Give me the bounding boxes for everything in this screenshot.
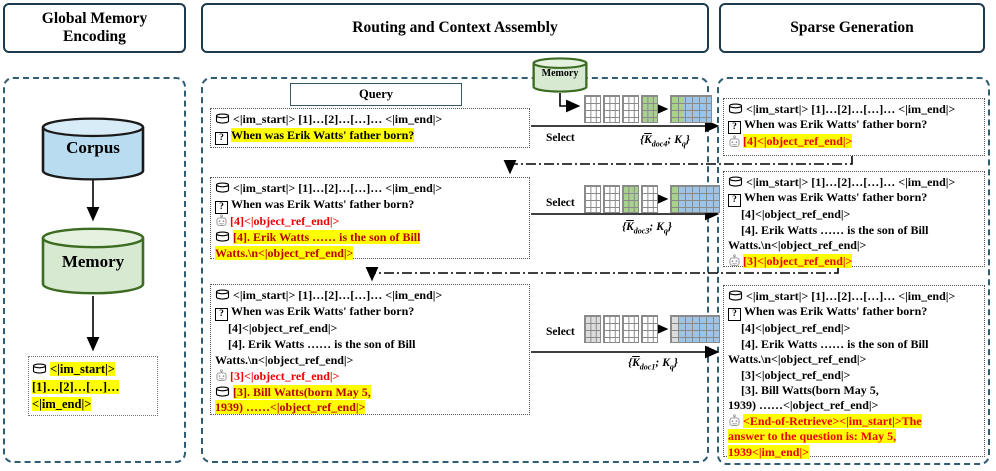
generated-ref-line: [4]<|object_ref_end|> bbox=[728, 134, 980, 149]
cylinder-icon bbox=[728, 103, 743, 114]
header-right-label: Sparse Generation bbox=[790, 19, 914, 36]
query-box: Query bbox=[290, 83, 462, 106]
robot-icon bbox=[215, 369, 228, 382]
question-icon: ? bbox=[728, 121, 741, 135]
generated-ref-line: [3]<|object_ref_end|> bbox=[215, 369, 525, 385]
encoded-token-box: <|im_start|> [1]…[2]…[…]… <|im_end|> bbox=[28, 356, 158, 416]
memory-label: Memory bbox=[61, 252, 125, 271]
select-label-3: Select bbox=[546, 326, 575, 338]
context-tokens-line: <|im_start|> [1]…[2]…[…]… <|im_end|> bbox=[728, 175, 980, 190]
cylinder-icon bbox=[728, 290, 743, 301]
generation-block-step3: <|im_start|> [1]…[2]…[…]… <|im_end|> ?Wh… bbox=[723, 285, 985, 459]
robot-icon bbox=[728, 414, 741, 427]
context-block-step1: <|im_start|> [1]…[2]…[…]… <|im_end|> ?Wh… bbox=[210, 108, 530, 148]
retrieved-doc-line: [3]. Bill Watts(born May 5, 1939) ……<|ob… bbox=[215, 384, 371, 415]
result-grid-1 bbox=[670, 95, 712, 123]
token-line-doc-ids: [1]…[2]…[…]… bbox=[32, 379, 120, 394]
kv-label-1: {Kdoc4;Kq} bbox=[640, 134, 690, 149]
mini-grid bbox=[622, 315, 639, 343]
select-label-1: Select bbox=[546, 132, 575, 144]
question-line: ?When was Erik Watts' father born? bbox=[728, 190, 980, 208]
mini-grid bbox=[584, 95, 601, 123]
prev-ref-line: [4]<|object_ref_end|> bbox=[228, 320, 338, 335]
token-line-im-end: <|im_end|> bbox=[32, 397, 92, 411]
final-answer-line: <End-of-Retrieve><|im_start|>The answer … bbox=[728, 413, 922, 459]
mini-grid bbox=[641, 185, 658, 213]
kv-label-3: {Kdoc1;Kq} bbox=[628, 357, 678, 372]
generated-ref-line: [4]<|object_ref_end|> bbox=[215, 214, 525, 230]
prev-doc-line: [4]. Erik Watts …… is the son of Bill Wa… bbox=[728, 336, 929, 367]
result-grid-3 bbox=[670, 315, 720, 343]
header-global-memory-encoding: Global Memory Encoding bbox=[3, 3, 186, 53]
generation-block-step2: <|im_start|> [1]…[2]…[…]… <|im_end|> ?Wh… bbox=[723, 171, 985, 269]
generation-block-step1: <|im_start|> [1]…[2]…[…]… <|im_end|> ?Wh… bbox=[723, 98, 985, 156]
robot-icon bbox=[215, 214, 228, 227]
mini-grid-selected-doc3 bbox=[622, 185, 639, 213]
corpus-cylinder bbox=[41, 117, 145, 181]
mini-grid bbox=[603, 95, 620, 123]
memory-cylinder-small bbox=[532, 57, 588, 93]
mini-grid-selected-doc1 bbox=[584, 315, 601, 343]
question-line: ?When was Erik Watts' father born? bbox=[728, 117, 980, 135]
question-line: ?When was Erik Watts' father born? bbox=[215, 127, 525, 145]
result-grid-2 bbox=[670, 185, 720, 213]
context-tokens-line: <|im_start|> [1]…[2]…[…]… <|im_end|> bbox=[728, 102, 980, 117]
mini-grid bbox=[603, 185, 620, 213]
query-label: Query bbox=[358, 87, 394, 101]
memory-cylinder bbox=[41, 227, 145, 295]
select-label-2: Select bbox=[546, 197, 575, 209]
prev-doc-line: [3]. Bill Watts(born May 5, 1939) ……<|ob… bbox=[728, 383, 879, 413]
context-block-step3: <|im_start|> [1]…[2]…[…]… <|im_end|> ?Wh… bbox=[210, 284, 530, 415]
question-icon: ? bbox=[728, 308, 741, 322]
question-icon: ? bbox=[215, 131, 228, 145]
kv-label-2: {Kdoc3;Kq} bbox=[622, 221, 672, 236]
cylinder-icon bbox=[215, 289, 230, 300]
memory-small-label: Memory bbox=[541, 68, 579, 79]
robot-icon bbox=[728, 135, 741, 148]
mini-grid bbox=[584, 185, 601, 213]
question-line: ?When was Erik Watts' father born? bbox=[215, 304, 525, 321]
token-line-im-start: <|im_start|> bbox=[32, 361, 154, 379]
context-block-step2: <|im_start|> [1]…[2]…[…]… <|im_end|> ?Wh… bbox=[210, 177, 530, 260]
header-sparse-generation: Sparse Generation bbox=[719, 3, 985, 53]
header-middle-label: Routing and Context Assembly bbox=[352, 19, 558, 36]
cylinder-icon bbox=[32, 363, 47, 374]
question-icon: ? bbox=[728, 194, 741, 208]
cylinder-icon bbox=[215, 231, 230, 242]
robot-icon bbox=[728, 254, 741, 267]
prev-doc-line: [4]. Erik Watts …… is the son of Bill Wa… bbox=[215, 336, 416, 367]
prev-doc-line: [4]. Erik Watts …… is the son of Bill Wa… bbox=[728, 222, 929, 253]
corpus-label: Corpus bbox=[66, 138, 120, 157]
question-line: ?When was Erik Watts' father born? bbox=[215, 197, 525, 214]
prev-ref-line: [4]<|object_ref_end|> bbox=[741, 207, 851, 222]
context-tokens-line: <|im_start|> [1]…[2]…[…]… <|im_end|> bbox=[215, 181, 525, 197]
mini-grid bbox=[641, 315, 658, 343]
cylinder-icon bbox=[728, 176, 743, 187]
generated-ref-line: [3]<|object_ref_end|> bbox=[728, 253, 980, 269]
question-icon: ? bbox=[215, 307, 228, 321]
prev-ref-line: [4]<|object_ref_end|> bbox=[741, 321, 851, 336]
context-tokens-line: <|im_start|> [1]…[2]…[…]… <|im_end|> bbox=[215, 112, 525, 128]
context-tokens-line: <|im_start|> [1]…[2]…[…]… <|im_end|> bbox=[215, 288, 525, 304]
cylinder-icon bbox=[215, 182, 230, 193]
panel-global-memory-encoding bbox=[3, 77, 186, 463]
cylinder-icon bbox=[215, 113, 230, 124]
prev-ref-line: [3]<|object_ref_end|> bbox=[741, 367, 851, 382]
cylinder-icon bbox=[215, 386, 230, 397]
question-icon: ? bbox=[215, 200, 228, 214]
retrieved-doc-line: [4]. Erik Watts …… is the son of Bill Wa… bbox=[215, 229, 421, 260]
mini-grid bbox=[603, 315, 620, 343]
header-left-label: Global Memory Encoding bbox=[41, 10, 148, 45]
context-tokens-line: <|im_start|> [1]…[2]…[…]… <|im_end|> bbox=[728, 289, 980, 304]
mini-grid bbox=[622, 95, 639, 123]
question-line: ?When was Erik Watts' father born? bbox=[728, 304, 980, 322]
header-routing-context-assembly: Routing and Context Assembly bbox=[201, 3, 709, 53]
mini-grid-selected-doc4 bbox=[641, 95, 658, 123]
